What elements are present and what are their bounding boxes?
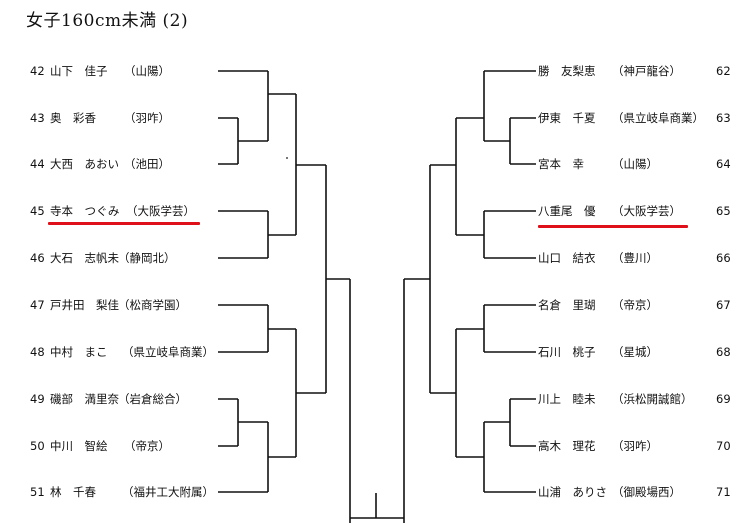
entry-name: 勝 友梨恵: [538, 64, 596, 78]
entry-school: （御殿場西）: [612, 485, 681, 499]
stray-mark: [286, 157, 288, 159]
entry-name: 石川 桃子: [538, 345, 596, 359]
entry-school: （大阪学芸）: [612, 204, 681, 218]
entry-number: 65: [716, 204, 731, 218]
entry-school: （大阪学芸）: [126, 204, 195, 218]
entry-name: 林 千春: [50, 485, 96, 499]
entry-number: 44: [30, 157, 45, 171]
entry-number: 42: [30, 64, 45, 78]
entry-name: 大石 志帆未: [50, 251, 119, 265]
entry-number: 64: [716, 157, 731, 171]
entry-school: （帝京）: [612, 298, 658, 312]
entry-school: （県立岐阜商業）: [122, 345, 214, 359]
entry-school: （岩倉総合）: [118, 392, 187, 406]
entry-number: 51: [30, 485, 45, 499]
entry-name: 中川 智絵: [50, 439, 108, 453]
entry-number: 63: [716, 111, 731, 125]
entry-name: 寺本 つぐみ: [50, 204, 120, 218]
entry-school: （羽咋）: [124, 111, 170, 125]
entry-number: 70: [716, 439, 731, 453]
entry-number: 47: [30, 298, 45, 312]
entry-name: 山口 結衣: [538, 251, 596, 265]
entry-number: 48: [30, 345, 45, 359]
entry-number: 69: [716, 392, 731, 406]
entry-school: （池田）: [124, 157, 170, 171]
entry-name: 八重尾 優: [538, 204, 596, 218]
entry-name: 戸井田 梨佳: [50, 298, 119, 312]
entry-school: （山陽）: [124, 64, 170, 78]
entry-number: 62: [716, 64, 731, 78]
entry-number: 49: [30, 392, 45, 406]
entry-number: 43: [30, 111, 45, 125]
highlight-underline-right: [538, 225, 688, 228]
entry-name: 伊東 千夏: [538, 111, 596, 125]
entry-school: （帝京）: [124, 439, 170, 453]
entry-name: 高木 理花: [538, 439, 596, 453]
entry-name: 川上 睦未: [538, 392, 596, 406]
entry-school: （県立岐阜商業）: [612, 111, 704, 125]
entry-name: 宮本 幸: [538, 157, 584, 171]
page-title: 女子160cm未満 (2): [26, 11, 189, 31]
entry-number: 46: [30, 251, 45, 265]
highlight-underline-left: [48, 222, 200, 225]
entry-number: 50: [30, 439, 45, 453]
entry-name: 磯部 満里奈: [50, 392, 119, 406]
entry-school: （豊川）: [612, 251, 658, 265]
entry-school: （静岡北）: [118, 251, 176, 265]
entry-name: 山下 佳子: [50, 64, 108, 78]
entry-school: （羽咋）: [612, 439, 658, 453]
entry-school: （神戸龍谷）: [612, 64, 681, 78]
entry-school: （松商学園）: [118, 298, 187, 312]
entry-name: 中村 まこ: [50, 345, 108, 359]
entry-school: （星城）: [612, 345, 658, 359]
entry-name: 大西 あおい: [50, 157, 119, 171]
entry-number: 45: [30, 204, 45, 218]
entry-number: 67: [716, 298, 731, 312]
entry-name: 名倉 里瑚: [538, 298, 596, 312]
entry-name: 山浦 ありさ: [538, 485, 607, 499]
entry-name: 奥 彩香: [50, 111, 96, 125]
entry-school: （浜松開誠館）: [612, 392, 693, 406]
entry-school: （山陽）: [612, 157, 658, 171]
entry-school: （福井工大附属）: [122, 485, 214, 499]
entry-number: 71: [716, 485, 731, 499]
entry-number: 66: [716, 251, 731, 265]
entry-number: 68: [716, 345, 731, 359]
